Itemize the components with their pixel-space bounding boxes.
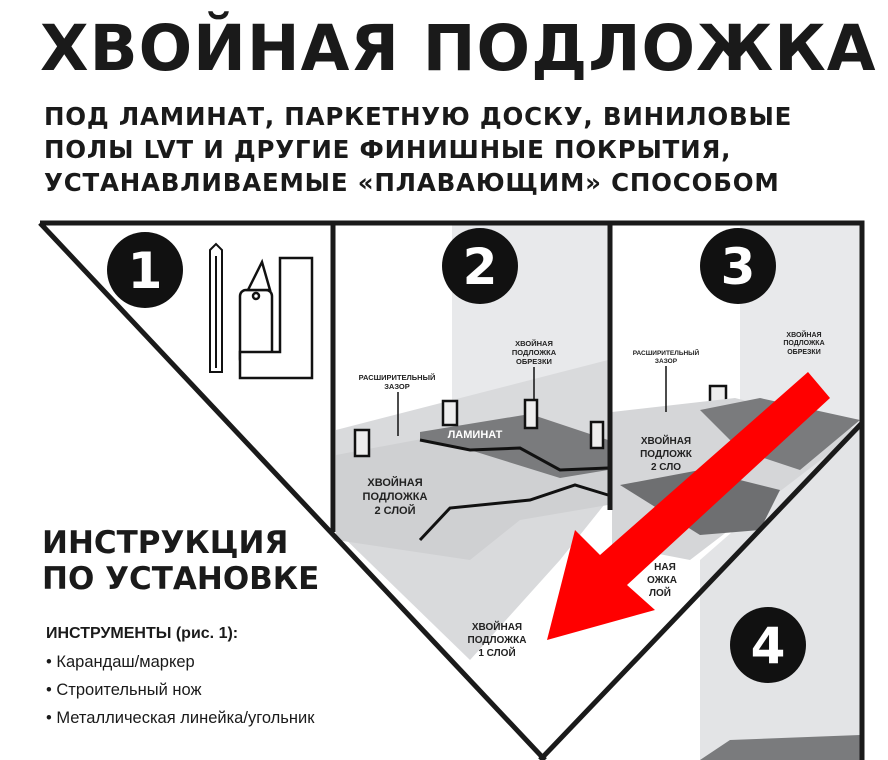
step-3-badge: 3	[700, 228, 776, 304]
edge-line	[418, 483, 609, 542]
step-2-badge: 2	[442, 228, 518, 304]
svg-text:РАСШИРИТЕЛЬНЫЙ: РАСШИРИТЕЛЬНЫЙ	[633, 348, 700, 357]
subtitle-line: ПОД ЛАМИНАТ, ПАРКЕТНУЮ ДОСКУ, ВИНИЛОВЫЕ	[44, 102, 793, 131]
step-4-badge: 4	[730, 607, 806, 683]
svg-text:3: 3	[721, 238, 756, 296]
svg-text:ПОДЛОЖКА: ПОДЛОЖКА	[363, 491, 428, 503]
svg-text:ОБРЕЗКИ: ОБРЕЗКИ	[516, 357, 552, 366]
svg-text:2: 2	[463, 238, 498, 296]
floor-panel-4	[700, 735, 860, 760]
pencil-icon	[209, 242, 223, 373]
svg-text:ЛОЙ: ЛОЙ	[649, 586, 671, 599]
tool-item: • Строительный нож	[46, 681, 202, 699]
svg-text:ОБРЕЗКИ: ОБРЕЗКИ	[787, 349, 821, 356]
panel3-scraps-label: ХВОЙНАЯ ПОДЛОЖКА ОБРЕЗКИ	[783, 330, 824, 356]
svg-text:ХВОЙНАЯ: ХВОЙНАЯ	[786, 330, 821, 339]
svg-text:4: 4	[751, 617, 786, 675]
tool-label: Карандаш/маркер	[56, 653, 195, 671]
subtitle: ПОД ЛАМИНАТ, ПАРКЕТНУЮ ДОСКУ, ВИНИЛОВЫЕ …	[44, 100, 792, 199]
instructions-heading: ИНСТРУКЦИЯ ПО УСТАНОВКЕ	[42, 525, 319, 597]
tool-item: • Карандаш/маркер	[46, 653, 195, 671]
wall-panel-4	[700, 420, 860, 760]
svg-text:РАСШИРИТЕЛЬНЫЙ: РАСШИРИТЕЛЬНЫЙ	[359, 373, 436, 382]
panel2-scraps-label: ХВОЙНАЯ ПОДЛОЖКА ОБРЕЗКИ	[512, 339, 557, 366]
svg-text:ХВОЙНАЯ: ХВОЙНАЯ	[641, 434, 691, 447]
subtitle-line: ПОЛЫ LVT И ДРУГИЕ ФИНИШНЫЕ ПОКРЫТИЯ,	[44, 135, 732, 164]
svg-text:ПОДЛОЖК: ПОДЛОЖК	[640, 449, 693, 460]
svg-text:ЗАЗОР: ЗАЗОР	[655, 358, 678, 365]
svg-text:ПОДЛОЖКА: ПОДЛОЖКА	[783, 340, 824, 347]
tool-label: Металлическая линейка/угольник	[56, 709, 315, 727]
subtitle-line: УСТАНАВЛИВАЕМЫЕ «ПЛАВАЮЩИМ» СПОСОБОМ	[44, 168, 780, 197]
svg-text:ЗАЗОР: ЗАЗОР	[384, 382, 410, 391]
laminate	[420, 414, 608, 478]
square-ruler-icon	[238, 256, 314, 380]
panel2-layer2-label: ХВОЙНАЯ ПОДЛОЖКА 2 СЛОЙ	[363, 476, 428, 517]
svg-text:ОЖКА: ОЖКА	[647, 575, 677, 586]
edge-line	[419, 438, 609, 472]
heading-line: ПО УСТАНОВКЕ	[42, 561, 320, 597]
tools-title: ИНСТРУМЕНТЫ (рис. 1):	[46, 625, 239, 642]
heading-line: ИНСТРУКЦИЯ	[42, 525, 289, 561]
frame	[38, 220, 865, 760]
utility-knife-icon	[238, 258, 274, 367]
panel3-gap-label: РАСШИРИТЕЛЬНЫЙ ЗАЗОР	[633, 348, 700, 365]
panel3-layer2-label: ХВОЙНАЯ ПОДЛОЖК 2 СЛО	[640, 434, 693, 473]
svg-text:ХВОЙНАЯ: ХВОЙНАЯ	[472, 620, 522, 633]
step-1-badge: 1	[107, 232, 183, 308]
svg-text:1 СЛОЙ: 1 СЛОЙ	[478, 646, 515, 659]
svg-text:ХВОЙНАЯ: ХВОЙНАЯ	[367, 476, 422, 489]
tool-label: Строительный нож	[56, 681, 202, 699]
tool-item: • Металлическая линейка/угольник	[46, 709, 315, 727]
page-title: ХВОЙНАЯ ПОДЛОЖКА	[40, 12, 877, 85]
svg-text:ПОДЛОЖКА: ПОДЛОЖКА	[512, 348, 557, 357]
svg-text:НАЯ: НАЯ	[654, 562, 676, 573]
svg-text:ХВОЙНАЯ: ХВОЙНАЯ	[515, 339, 553, 348]
panel2-layer1-label: ХВОЙНАЯ ПОДЛОЖКА 1 СЛОЙ	[468, 620, 527, 659]
svg-text:2 СЛО: 2 СЛО	[651, 462, 681, 473]
svg-text:2 СЛОЙ: 2 СЛОЙ	[374, 504, 415, 517]
red-arrow-icon	[547, 372, 830, 640]
svg-text:ПОДЛОЖКА: ПОДЛОЖКА	[468, 635, 527, 646]
laminate-label: ЛАМИНАТ	[448, 429, 503, 441]
floor-layer-2	[336, 430, 608, 560]
panel3-layer1-label: НАЯ ОЖКА ЛОЙ	[647, 562, 677, 599]
panel2-gap-label: РАСШИРИТЕЛЬНЫЙ ЗАЗОР	[359, 373, 436, 391]
svg-text:1: 1	[128, 242, 163, 300]
